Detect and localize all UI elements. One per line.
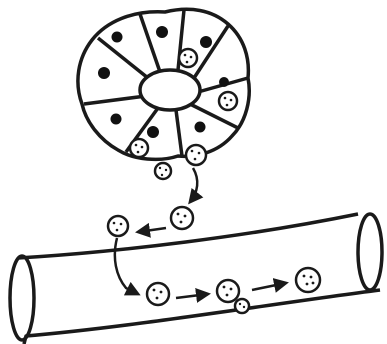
cell-nucleus xyxy=(98,67,110,79)
released-vesicle xyxy=(108,216,128,236)
cell-nucleus xyxy=(147,126,159,138)
cell-nucleus xyxy=(111,114,122,125)
released-vesicle xyxy=(235,299,249,313)
cell-nucleus xyxy=(200,36,212,48)
duct-left-opening xyxy=(10,256,34,340)
duct-bottom-edge xyxy=(24,290,380,344)
cell-nucleus xyxy=(195,122,206,133)
transport-arrow xyxy=(176,294,208,298)
cell-nucleus xyxy=(219,77,229,87)
duct-vesicles xyxy=(147,268,320,313)
released-vesicle xyxy=(155,163,171,179)
released-vesicle xyxy=(217,280,239,302)
transport-arrow xyxy=(138,228,166,232)
released-vesicle xyxy=(296,268,320,292)
transport-arrow xyxy=(252,283,286,290)
transport-arrow xyxy=(190,168,197,202)
secretory-granule xyxy=(179,49,197,67)
secretory-granule xyxy=(130,139,148,157)
secretory-granule xyxy=(219,92,237,110)
released-vesicle xyxy=(147,283,169,305)
duct-right-end xyxy=(358,214,382,290)
secretory-granule xyxy=(186,145,206,165)
cell-nucleus xyxy=(112,32,123,43)
duct-tube xyxy=(10,214,382,344)
cell-nucleus xyxy=(156,26,168,38)
acinus-lumen xyxy=(140,70,200,110)
released-vesicle xyxy=(171,207,193,229)
